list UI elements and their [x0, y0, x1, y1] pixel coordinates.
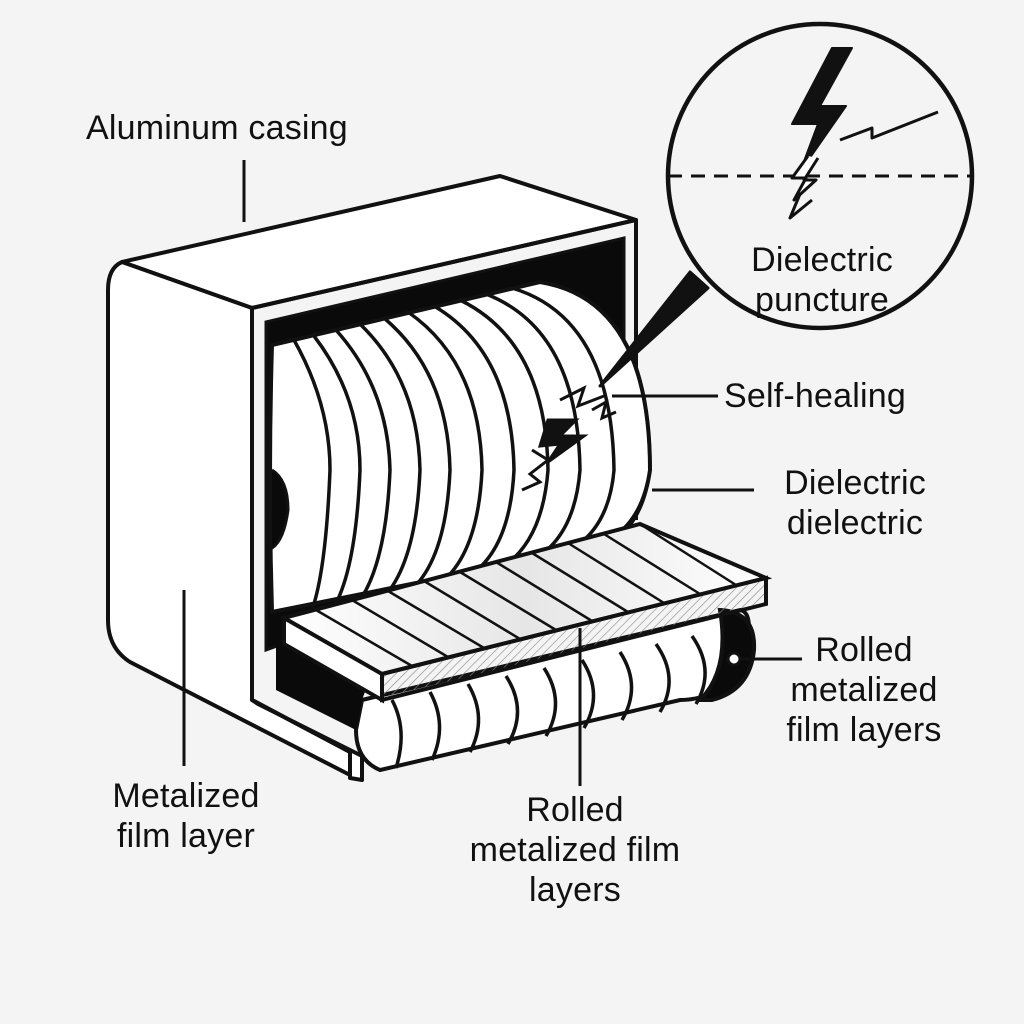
label-rolled-bottom-line1: Rolled — [526, 791, 624, 829]
magnifier-pointer — [598, 270, 710, 388]
leader-lines — [182, 160, 802, 786]
label-dielectric-line1: Dielectric — [784, 464, 926, 502]
film-plate — [278, 521, 773, 704]
label-self-healing: Self-healing — [724, 377, 906, 415]
label-rolled-bottom-line3: layers — [529, 871, 621, 909]
casing-left-face — [106, 260, 352, 777]
label-dielectric-puncture-line2: puncture — [755, 281, 889, 319]
label-metalized-line1: Metalized — [112, 777, 260, 815]
plate-stripes — [315, 522, 737, 668]
aluminum-casing — [106, 174, 638, 782]
magnifier — [598, 21, 975, 388]
label-dielectric-dielectric: Dielectric dielectric — [760, 463, 950, 543]
plate-left-edge — [282, 614, 384, 704]
lower-roll-windings — [390, 634, 707, 769]
spark-icon — [521, 385, 617, 492]
label-rolled-bottom-line2: metalized film — [469, 831, 681, 869]
film-roll-core — [271, 468, 290, 550]
label-metalized-film-layer: Metalized film layer — [86, 776, 286, 856]
label-rolled-right-line2: metalized — [790, 671, 938, 709]
label-metalized-line2: film layer — [116, 817, 256, 855]
label-rolled-layers-bottom: Rolled metalized film layers — [430, 790, 720, 910]
label-rolled-layers-right: Rolled metalized film layers — [764, 630, 964, 750]
lightning-bolt-icon — [788, 47, 939, 220]
label-dielectric-puncture: Dielectric puncture — [722, 240, 922, 320]
casing-bottom-lip — [250, 698, 364, 782]
label-rolled-right-line3: film layers — [786, 711, 942, 749]
lower-roll-end-cap — [695, 607, 757, 702]
label-dielectric-line2: dielectric — [786, 504, 924, 542]
label-dielectric-puncture-line1: Dielectric — [751, 241, 893, 279]
terminal-dot — [726, 651, 742, 667]
label-rolled-right-line1: Rolled — [815, 631, 913, 669]
label-aluminum-casing: Aluminum casing — [86, 109, 348, 147]
